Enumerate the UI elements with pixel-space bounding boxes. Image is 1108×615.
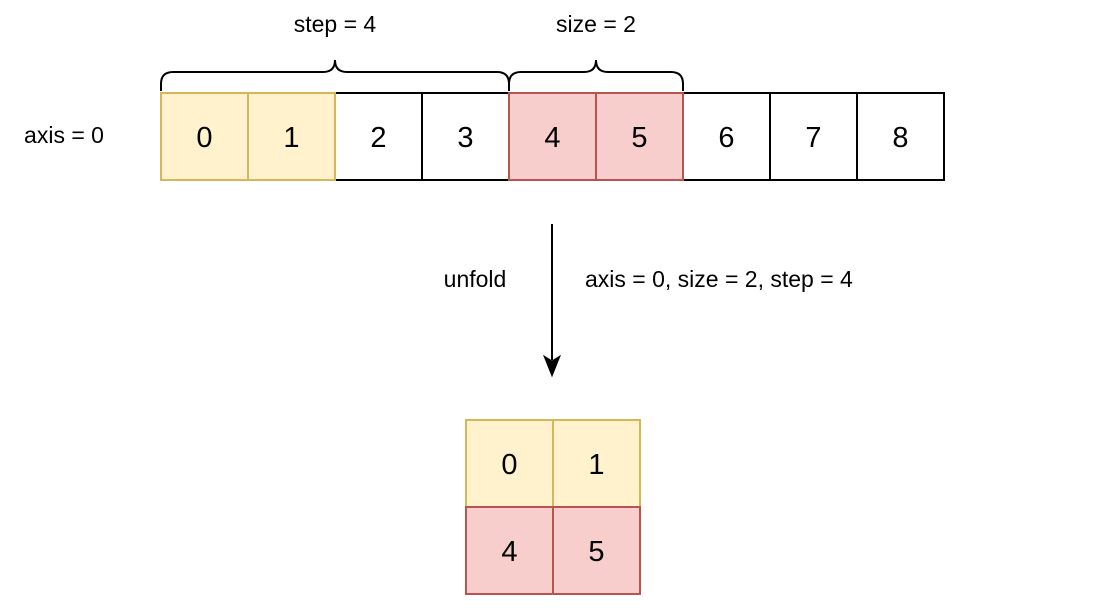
input-cell-label: 1 xyxy=(283,122,299,154)
input-cell-0: 0 xyxy=(160,92,249,181)
output-cell-label: 0 xyxy=(501,449,517,481)
output-cell: 5 xyxy=(552,506,641,595)
unfold-arrow xyxy=(542,224,562,378)
input-cell-3: 3 xyxy=(421,92,510,181)
input-cell-label: 3 xyxy=(457,122,473,154)
output-row-0: 0 1 xyxy=(465,419,641,508)
input-cell-1: 1 xyxy=(247,92,336,181)
size-brace-shape xyxy=(508,59,684,91)
output-cell: 0 xyxy=(465,419,554,508)
output-cell-label: 1 xyxy=(588,449,604,481)
input-cell-label: 6 xyxy=(718,122,734,154)
step-brace-shape xyxy=(160,59,510,91)
input-cell-label: 8 xyxy=(892,122,908,154)
output-cell: 4 xyxy=(465,506,554,595)
size-label: size = 2 xyxy=(556,11,636,37)
input-cell-7: 7 xyxy=(769,92,858,181)
output-grid: 0 1 4 5 xyxy=(465,419,641,595)
operation-name: unfold xyxy=(444,266,507,292)
input-cell-label: 4 xyxy=(544,122,560,154)
step-brace: step = 4 xyxy=(160,11,510,91)
input-row: axis = 0 2 3 6 7 8 0 1 xyxy=(24,92,945,181)
output-row-1: 4 5 xyxy=(465,506,641,595)
output-cell-label: 5 xyxy=(588,536,604,568)
output-cell-label: 4 xyxy=(501,536,517,568)
arrow-head-icon xyxy=(542,354,562,378)
output-cell: 1 xyxy=(552,419,641,508)
input-cell-4: 4 xyxy=(508,92,597,181)
input-cell-8: 8 xyxy=(856,92,945,181)
step-label: step = 4 xyxy=(294,11,377,37)
input-cell-label: 2 xyxy=(370,122,386,154)
input-cell-label: 7 xyxy=(805,122,821,154)
size-brace: size = 2 xyxy=(508,11,684,91)
input-cell-6: 6 xyxy=(682,92,771,181)
axis-label: axis = 0 xyxy=(24,122,104,148)
input-cell-label: 5 xyxy=(631,122,647,154)
input-cell-2: 2 xyxy=(334,92,423,181)
input-cell-5: 5 xyxy=(595,92,684,181)
operation-params: axis = 0, size = 2, step = 4 xyxy=(585,266,853,292)
input-cell-label: 0 xyxy=(196,122,212,154)
